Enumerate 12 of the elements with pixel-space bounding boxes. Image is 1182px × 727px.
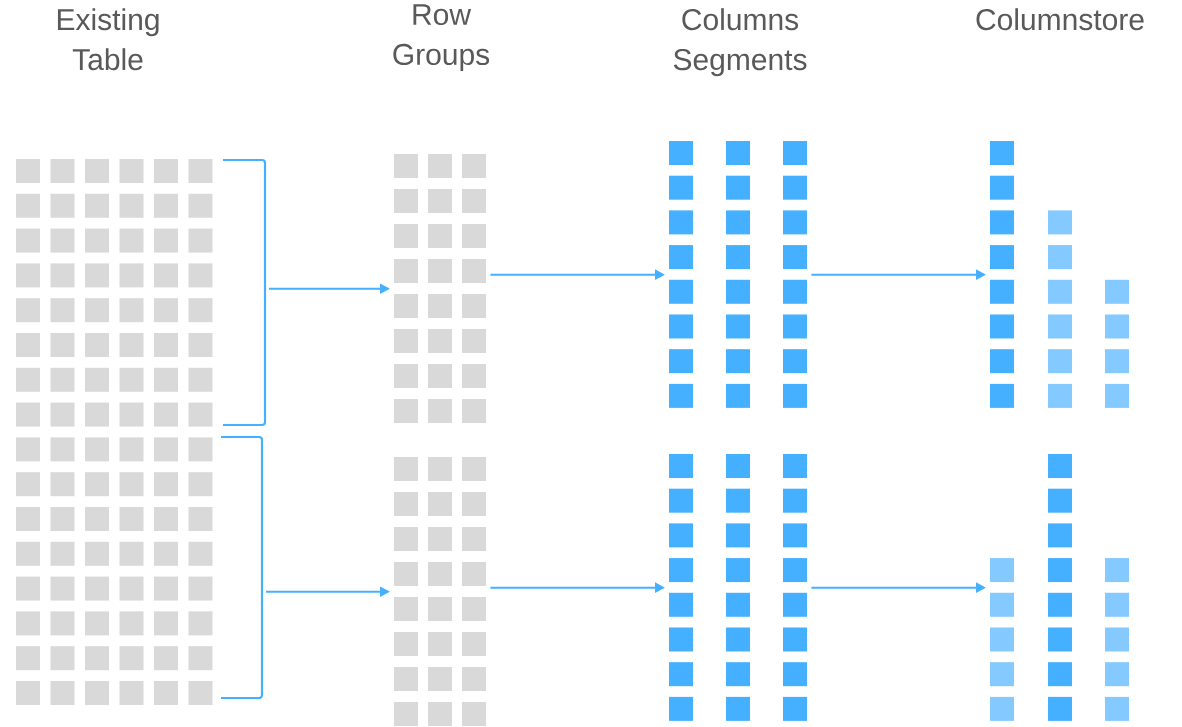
column-heading: Existing Table: [57, 8, 159, 71]
square-grid: [394, 154, 486, 423]
square-grid: [990, 141, 1129, 408]
column-heading: Columns Segments: [673, 8, 807, 77]
column-heading: Row Groups: [393, 4, 490, 72]
square-grid: [669, 454, 807, 721]
column-heading: Columnstore: [976, 8, 1144, 31]
square-grid: [16, 159, 213, 427]
square-grid: [990, 454, 1129, 721]
square-grid: [669, 141, 807, 408]
square-grid: [16, 437, 213, 705]
square-grid: [394, 457, 486, 726]
